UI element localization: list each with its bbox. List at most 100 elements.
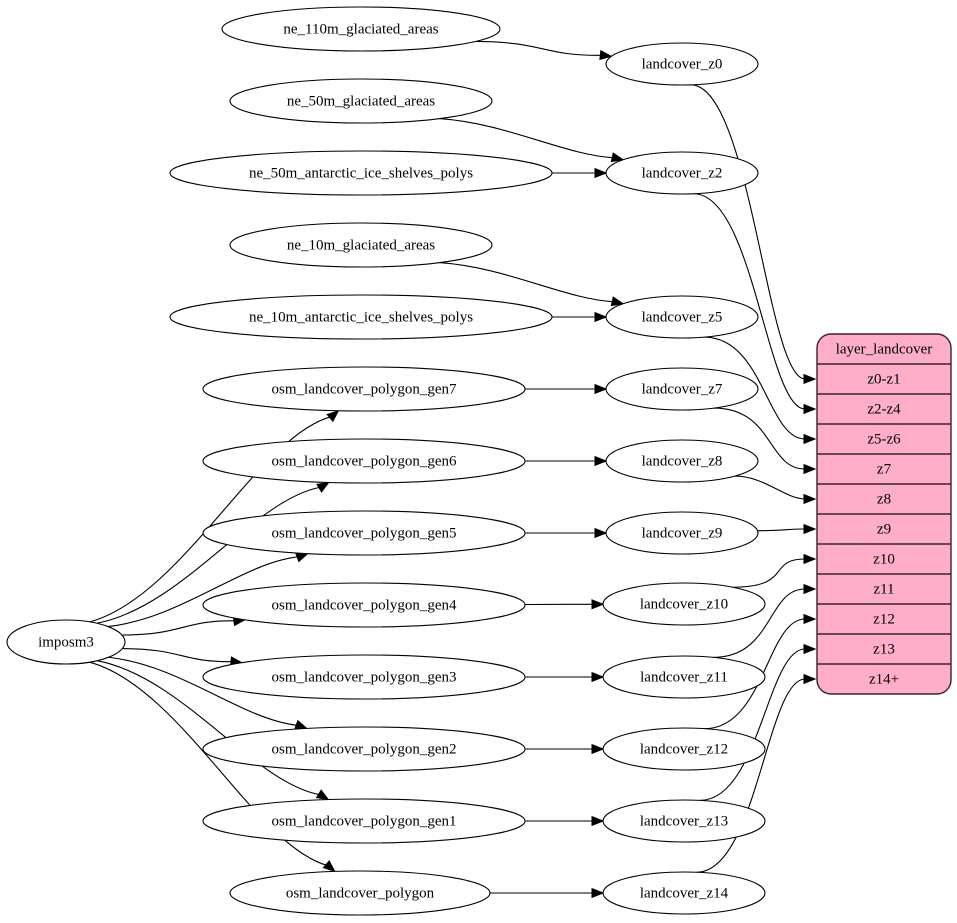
table-row[interactable]: z11: [817, 573, 951, 597]
edge: [439, 118, 615, 159]
edge: [122, 648, 233, 663]
svg-text:z12: z12: [873, 611, 895, 627]
table-row[interactable]: z7: [817, 453, 951, 477]
edge-arrowhead: [599, 49, 613, 61]
edge: [690, 84, 806, 380]
graph-node-landcover_z5[interactable]: landcover_z5: [605, 295, 759, 339]
node-label: osm_landcover_polygon_gen3: [272, 669, 457, 685]
edge: [89, 416, 332, 623]
graph-node-osm_landcover_polygon_gen6[interactable]: osm_landcover_polygon_gen6: [202, 438, 526, 484]
graph-node-landcover_z10[interactable]: landcover_z10: [602, 582, 766, 626]
edge-arrowhead: [803, 673, 817, 685]
graph-node-osm_landcover_polygon_gen7[interactable]: osm_landcover_polygon_gen7: [202, 366, 526, 412]
graph-node-osm_landcover_polygon_gen5[interactable]: osm_landcover_polygon_gen5: [202, 510, 526, 556]
edge: [89, 661, 329, 867]
svg-text:z9: z9: [877, 521, 891, 537]
node-label: landcover_z7: [642, 381, 723, 397]
table-row[interactable]: z8: [817, 483, 951, 507]
edge: [699, 648, 806, 801]
node-label: imposm3: [38, 634, 94, 650]
edge: [108, 556, 300, 628]
graph-node-osm_landcover_polygon_gen2[interactable]: osm_landcover_polygon_gen2: [202, 726, 526, 772]
edge: [439, 262, 615, 303]
node-label: ne_10m_glaciated_areas: [287, 237, 435, 253]
table-row[interactable]: z12: [817, 603, 951, 627]
graph-node-landcover_z12[interactable]: landcover_z12: [602, 727, 766, 771]
edge-arrowhead: [294, 719, 309, 730]
graph-node-ne_50m_glaciated_areas[interactable]: ne_50m_glaciated_areas: [229, 78, 493, 124]
graph-node-ne_10m_glaciated_areas[interactable]: ne_10m_glaciated_areas: [229, 222, 493, 268]
edge: [732, 558, 806, 588]
node-label: osm_landcover_polygon: [286, 885, 435, 901]
table-layer: layer_landcover z0-z1 z2-z4 z5-z6 z7 z8 z9 z10 z…: [816, 333, 952, 695]
edge: [713, 588, 806, 658]
node-label: landcover_z2: [642, 165, 723, 181]
edge: [475, 40, 603, 56]
table-row[interactable]: z0-z1: [817, 363, 951, 387]
edge: [696, 678, 806, 873]
node-label: osm_landcover_polygon_gen1: [272, 813, 457, 829]
graph-node-landcover_z2[interactable]: landcover_z2: [605, 151, 759, 195]
edge-arrowhead: [594, 311, 608, 323]
node-label: osm_landcover_polygon_gen7: [272, 381, 457, 397]
svg-text:z8: z8: [877, 491, 891, 507]
svg-text:layer_landcover: layer_landcover: [836, 341, 933, 357]
node-label: landcover_z14: [640, 885, 729, 901]
graph-node-landcover_z13[interactable]: landcover_z13: [602, 799, 766, 843]
node-label: landcover_z11: [640, 669, 728, 685]
node-label: osm_landcover_polygon_gen4: [272, 597, 457, 613]
edge-arrowhead: [803, 613, 817, 625]
edge-arrowhead: [803, 433, 817, 445]
table-row[interactable]: z10: [817, 543, 951, 567]
table-row[interactable]: z13: [817, 633, 951, 657]
svg-text:z14+: z14+: [869, 671, 899, 687]
edge: [96, 486, 322, 624]
graph-node-landcover_z0[interactable]: landcover_z0: [605, 42, 759, 86]
edge-arrowhead: [803, 523, 817, 535]
graph-node-landcover_z9[interactable]: landcover_z9: [605, 511, 759, 555]
svg-text:z7: z7: [877, 461, 892, 477]
edge: [703, 336, 806, 440]
edge-arrowhead: [594, 383, 608, 395]
node-label: ne_110m_glaciated_areas: [283, 21, 438, 37]
edge: [734, 475, 806, 500]
table-row[interactable]: z9: [817, 513, 951, 537]
table-row[interactable]: z2-z4: [817, 393, 951, 417]
edge-arrowhead: [803, 373, 817, 385]
graph-node-osm_landcover_polygon_gen1[interactable]: osm_landcover_polygon_gen1: [202, 798, 526, 844]
node-label: ne_50m_glaciated_areas: [287, 93, 435, 109]
edge-arrowhead: [803, 643, 817, 655]
graph-node-landcover_z11[interactable]: landcover_z11: [602, 655, 766, 699]
graph-node-landcover_z14[interactable]: landcover_z14: [602, 871, 766, 915]
node-label: landcover_z13: [640, 813, 728, 829]
graph-node-landcover_z8[interactable]: landcover_z8: [605, 439, 759, 483]
graph-node-landcover_z7[interactable]: landcover_z7: [605, 367, 759, 411]
edge-arrowhead: [316, 481, 330, 493]
edge: [97, 660, 321, 796]
edge-arrowhead: [803, 583, 817, 595]
svg-text:z10: z10: [873, 551, 895, 567]
edge-layer: [89, 40, 817, 899]
table-row[interactable]: z5-z6: [817, 423, 951, 447]
graph-node-osm_landcover_polygon_gen4[interactable]: osm_landcover_polygon_gen4: [202, 582, 526, 628]
svg-text:z0-z1: z0-z1: [867, 371, 900, 387]
graph-node-osm_landcover_polygon[interactable]: osm_landcover_polygon: [229, 870, 491, 916]
edge-arrowhead: [322, 860, 336, 873]
graph-node-ne_110m_glaciated_areas[interactable]: ne_110m_glaciated_areas: [221, 6, 501, 52]
edge-arrowhead: [591, 887, 605, 899]
edge-arrowhead: [591, 671, 605, 683]
table-header: layer_landcover: [836, 341, 933, 357]
graph-node-osm_landcover_polygon_gen3[interactable]: osm_landcover_polygon_gen3: [202, 654, 526, 700]
node-label: ne_50m_antarctic_ice_shelves_polys: [249, 165, 473, 181]
edge-arrowhead: [591, 743, 605, 755]
edge: [121, 620, 236, 636]
table-row[interactable]: z14+: [817, 663, 951, 687]
graph-node-ne_10m_antarctic_ice_shelves_polys[interactable]: ne_10m_antarctic_ice_shelves_polys: [169, 294, 553, 340]
edge-arrowhead: [803, 553, 817, 565]
graph-node-ne_50m_antarctic_ice_shelves_polys[interactable]: ne_50m_antarctic_ice_shelves_polys: [169, 150, 553, 196]
edge-arrowhead: [803, 403, 817, 415]
svg-text:z2-z4: z2-z4: [867, 401, 901, 417]
node-label: osm_landcover_polygon_gen5: [272, 525, 457, 541]
node-label: landcover_z5: [642, 309, 723, 325]
graph-node-imposm3[interactable]: imposm3: [6, 619, 126, 665]
